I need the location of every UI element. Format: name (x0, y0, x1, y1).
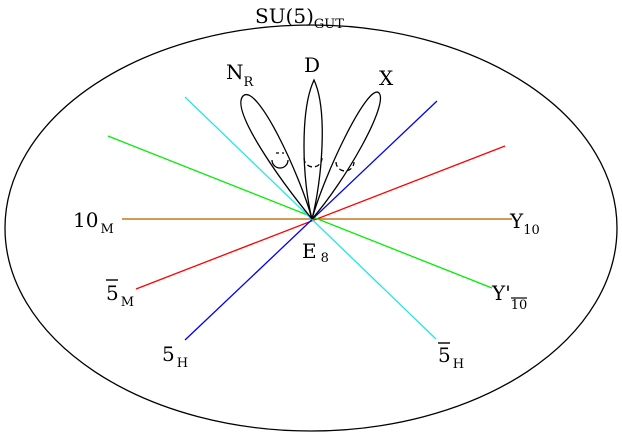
line-red (135, 145, 506, 290)
label-y10-prime: Y'10 (491, 281, 527, 313)
petal-d (303, 78, 323, 220)
petal-nr (240, 93, 313, 220)
petal-label-x: X (379, 66, 394, 90)
title-label: SU(5)GUT (255, 4, 344, 32)
label-y10: Y10 (509, 209, 540, 238)
gut-boundary-ellipse (4, 24, 618, 432)
loop-d (303, 157, 323, 168)
petal-loops (271, 152, 355, 172)
line-blue (184, 100, 438, 341)
loop-nr (271, 159, 289, 169)
line-green (107, 135, 493, 289)
petal-x (311, 91, 382, 220)
petal-label-d: D (304, 53, 320, 77)
loop-x (335, 161, 355, 172)
petal-label-nr: NR (226, 60, 255, 90)
